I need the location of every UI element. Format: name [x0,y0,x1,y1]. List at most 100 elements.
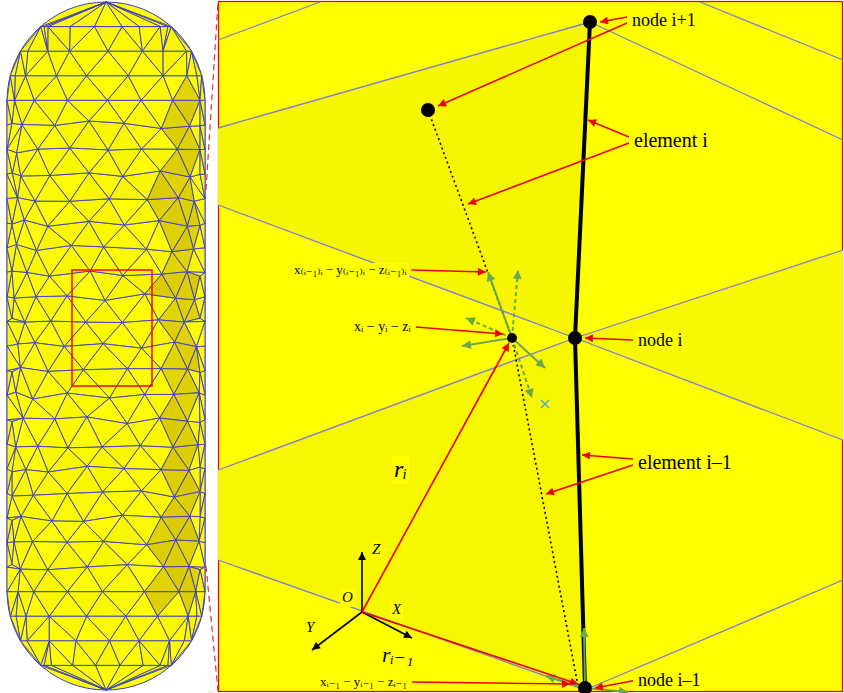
global-axes [312,552,412,650]
mesh-triangle [200,371,205,396]
element-label: element i [632,129,710,152]
mesh-triangle [199,393,205,423]
mesh-triangle [139,641,169,666]
mesh-triangle [200,126,205,150]
mesh-triangle [197,321,205,346]
mesh-triangle [21,175,50,201]
mesh-triangle [17,198,34,220]
position-vector-label: rᵢ [392,456,409,484]
mesh-triangle [200,297,205,322]
mesh-triangle [163,51,187,76]
mesh-triangle [70,199,110,222]
axis-arrow [312,612,362,650]
zoom-guide-line [206,566,218,691]
mesh-edge [700,2,843,60]
mesh-triangle [142,470,175,497]
mesh-face [218,22,590,338]
mesh-triangle [48,27,70,52]
mesh-triangle [122,491,161,517]
mesh-triangle [67,567,102,592]
mesh-face [218,338,585,690]
mesh-triangle [52,521,84,542]
frame-axis [512,270,518,338]
mesh-triangle [190,174,205,198]
mesh-triangle [12,470,33,496]
mesh-triangle [87,447,124,469]
centroid-mark [541,400,549,408]
mesh-triangle [200,100,205,126]
mesh-triangle [41,27,48,52]
node-dot [568,331,582,345]
surface-mesh [7,2,205,690]
mesh-triangle [7,444,16,469]
mesh-triangle [7,198,17,224]
mesh-triangle [15,76,26,101]
mesh-triangle [200,76,205,101]
mesh-triangle [196,592,205,617]
leader-arrow [412,270,486,272]
mesh-triangle [41,665,106,690]
mesh-triangle [190,492,200,517]
axis-label: Z [370,541,382,558]
mesh-triangle [7,518,12,543]
node-dot [421,103,435,117]
mesh-triangle [18,343,35,368]
mesh-triangle [104,515,147,545]
zoom-window [72,270,152,386]
mesh-triangle [26,51,48,76]
mesh-triangle [108,149,141,176]
mesh-triangle [70,27,108,52]
mesh-triangle [35,321,64,346]
mesh-triangle [190,126,200,150]
frame-label: x₍ᵢ₋₁₎ᵢ − y₍ᵢ₋₁₎ᵢ − z₍ᵢ₋₁₎ᵢ [292,263,409,278]
origin-label: O [340,589,355,606]
mesh-triangle [199,518,205,543]
mesh-triangle [200,469,205,494]
mesh-triangle [194,248,205,273]
mesh-triangle [35,201,70,226]
mesh-triangle [200,149,205,174]
mesh-triangle [200,444,205,469]
mesh-triangle [22,125,55,150]
deformed-element [428,110,578,686]
mesh-triangle [10,51,20,76]
mesh-triangle [7,271,12,297]
mesh-triangle [67,466,102,493]
mesh-triangle [184,321,205,346]
zoom-panel [219,2,843,692]
mesh-triangle [176,272,195,300]
leader-arrow [582,455,633,459]
mesh-triangle [10,616,20,641]
mesh-triangle [199,372,205,395]
mesh-triangle [157,592,188,617]
mesh-triangle [7,123,12,149]
mesh-triangle [145,567,179,592]
mesh-triangle [14,297,36,322]
mesh-edge [218,560,585,690]
mesh-triangle [7,173,17,198]
mesh-triangle [7,543,12,568]
mesh-triangle [34,100,67,125]
mesh-triangle [50,173,89,201]
mesh-triangle [173,76,200,101]
mesh-triangle [200,125,205,150]
beam-element [575,22,590,688]
frame-label: xᵢ₋₁ − yᵢ₋₁ − zᵢ₋₁ [318,675,409,690]
node-label: node i+1 [630,10,698,31]
mesh-triangle [184,616,191,641]
mesh-triangle [140,418,173,447]
mesh-triangle [49,641,76,666]
mesh-triangle [142,149,178,171]
leader-arrow [588,120,629,137]
mesh-triangle [70,148,108,173]
axis-label: Y [304,619,316,636]
mesh-triangle [7,149,17,173]
mesh-triangle [7,420,12,445]
frame-axis [462,338,512,346]
mesh-triangle [7,371,12,396]
mesh-triangle [12,271,27,298]
mesh-triangle [160,394,188,421]
mesh-triangle [102,565,144,592]
